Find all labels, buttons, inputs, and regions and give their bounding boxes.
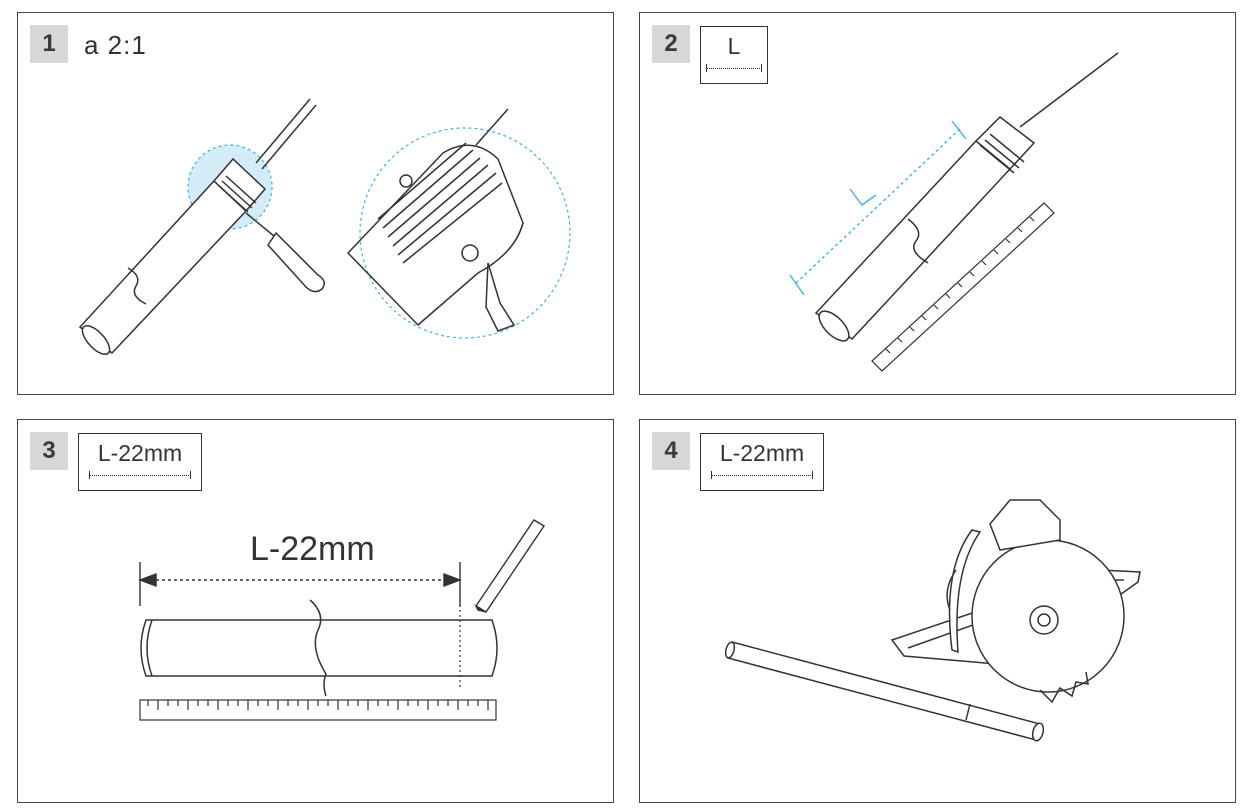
dimension-label: L	[727, 33, 741, 59]
tube-motor	[814, 116, 1036, 342]
pencil	[474, 519, 545, 613]
length-measurement	[138, 562, 462, 606]
step-2-illustration	[789, 52, 1119, 372]
length-measurement	[789, 120, 967, 296]
scale-ratio-label: a 2:1	[84, 30, 147, 60]
zoomed-motor-head	[346, 142, 525, 327]
tube-motor	[78, 157, 267, 356]
step-number: 2	[652, 25, 690, 63]
dimension-label: L-22mm	[97, 440, 183, 466]
tube	[724, 641, 1045, 742]
dimension-box: L-22mm	[78, 433, 202, 491]
dimension-ruler-icon	[710, 471, 814, 479]
measuring-ruler	[871, 202, 1055, 372]
motor-cable	[1019, 52, 1119, 128]
dimension-box: L	[700, 26, 768, 84]
dimension-box: L-22mm	[700, 433, 824, 491]
step-number: 3	[30, 432, 68, 470]
step-3-panel: 3 L-22mm L-22mm	[17, 419, 614, 803]
step-3-illustration	[138, 519, 545, 721]
tube	[140, 599, 498, 697]
motor-cable	[255, 98, 311, 164]
circular-saw	[890, 499, 1141, 704]
dimension-ruler-icon	[88, 471, 192, 479]
step-2-panel: 2 L	[639, 12, 1236, 395]
step-4-panel: 4 L-22mm	[639, 419, 1236, 803]
dimension-label: L-22mm	[719, 440, 805, 466]
step-number: 1	[30, 25, 68, 63]
step-number: 4	[652, 432, 690, 470]
measurement-label: L-22mm	[250, 530, 375, 568]
dimension-ruler-icon	[706, 64, 763, 72]
step-1-illustration	[78, 98, 571, 356]
zoom-detail-circle	[359, 127, 571, 339]
zoomed-screwdriver	[485, 262, 516, 332]
step-1-panel: 1 a 2:1	[17, 12, 614, 395]
step-4-illustration	[724, 499, 1141, 742]
measuring-ruler	[139, 699, 497, 721]
screwdriver	[245, 212, 325, 293]
